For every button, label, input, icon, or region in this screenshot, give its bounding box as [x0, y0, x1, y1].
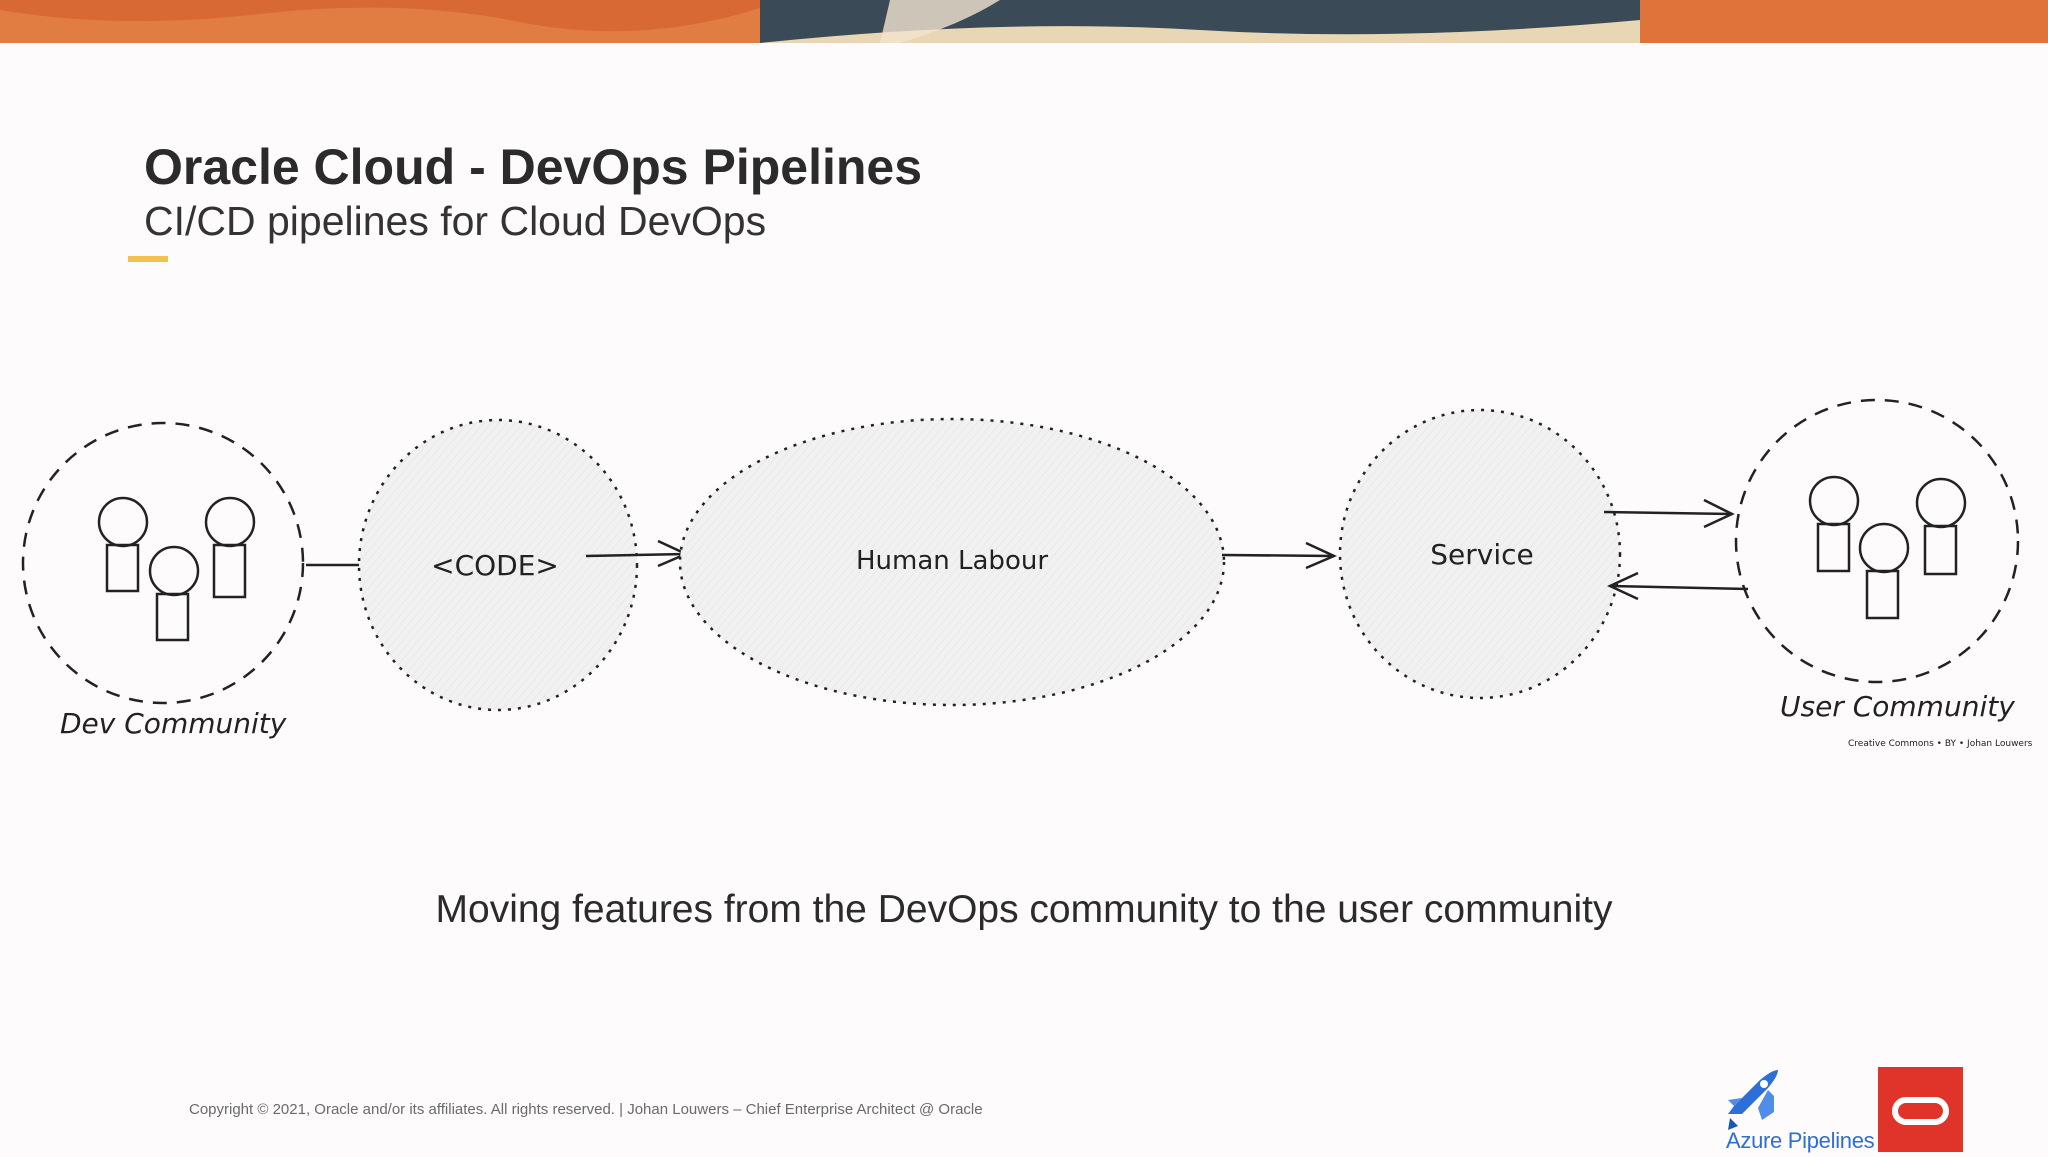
human-labour-node: Human Labour [678, 417, 1226, 707]
title-accent-bar [128, 256, 168, 262]
arrow-service-to-users [1603, 498, 1735, 529]
people-icon [97, 496, 256, 642]
arrow-users-to-service [1607, 571, 1749, 601]
pipeline-diagram: Dev Community <CODE> Human Labour Servic… [21, 398, 2033, 749]
copyright-footer: Copyright © 2021, Oracle and/or its affi… [189, 1101, 983, 1118]
arrow-labour-to-service [1221, 541, 1338, 570]
slide-subtitle: CI/CD pipelines for Cloud DevOps [144, 198, 767, 244]
slide-caption: Moving features from the DevOps communit… [435, 888, 1613, 931]
azure-pipelines-label: Azure Pipelines [1726, 1128, 1875, 1153]
user-community-label: User Community [1780, 690, 2015, 723]
oracle-ring-icon [1892, 1097, 1949, 1125]
human-labour-label: Human Labour [856, 546, 1048, 576]
dev-community-node: Dev Community [21, 421, 305, 740]
service-node: Service [1338, 408, 1622, 700]
oracle-logo [1878, 1067, 1963, 1152]
azure-pipelines-logo [1724, 1068, 1876, 1152]
credit-label: Creative Commons • BY • Johan Louwers [1848, 739, 2033, 749]
header-banner [0, 0, 2048, 43]
code-label: <CODE> [431, 549, 559, 582]
code-node: <CODE> [357, 418, 639, 712]
people-icon [1808, 475, 1967, 620]
service-label: Service [1430, 538, 1533, 571]
user-community-node: User Community Creative Commons • BY • J… [1734, 398, 2033, 749]
dev-community-label: Dev Community [60, 707, 287, 740]
slide-title: Oracle Cloud - DevOps Pipelines [144, 139, 923, 195]
rocket-icon [1728, 1070, 1778, 1130]
